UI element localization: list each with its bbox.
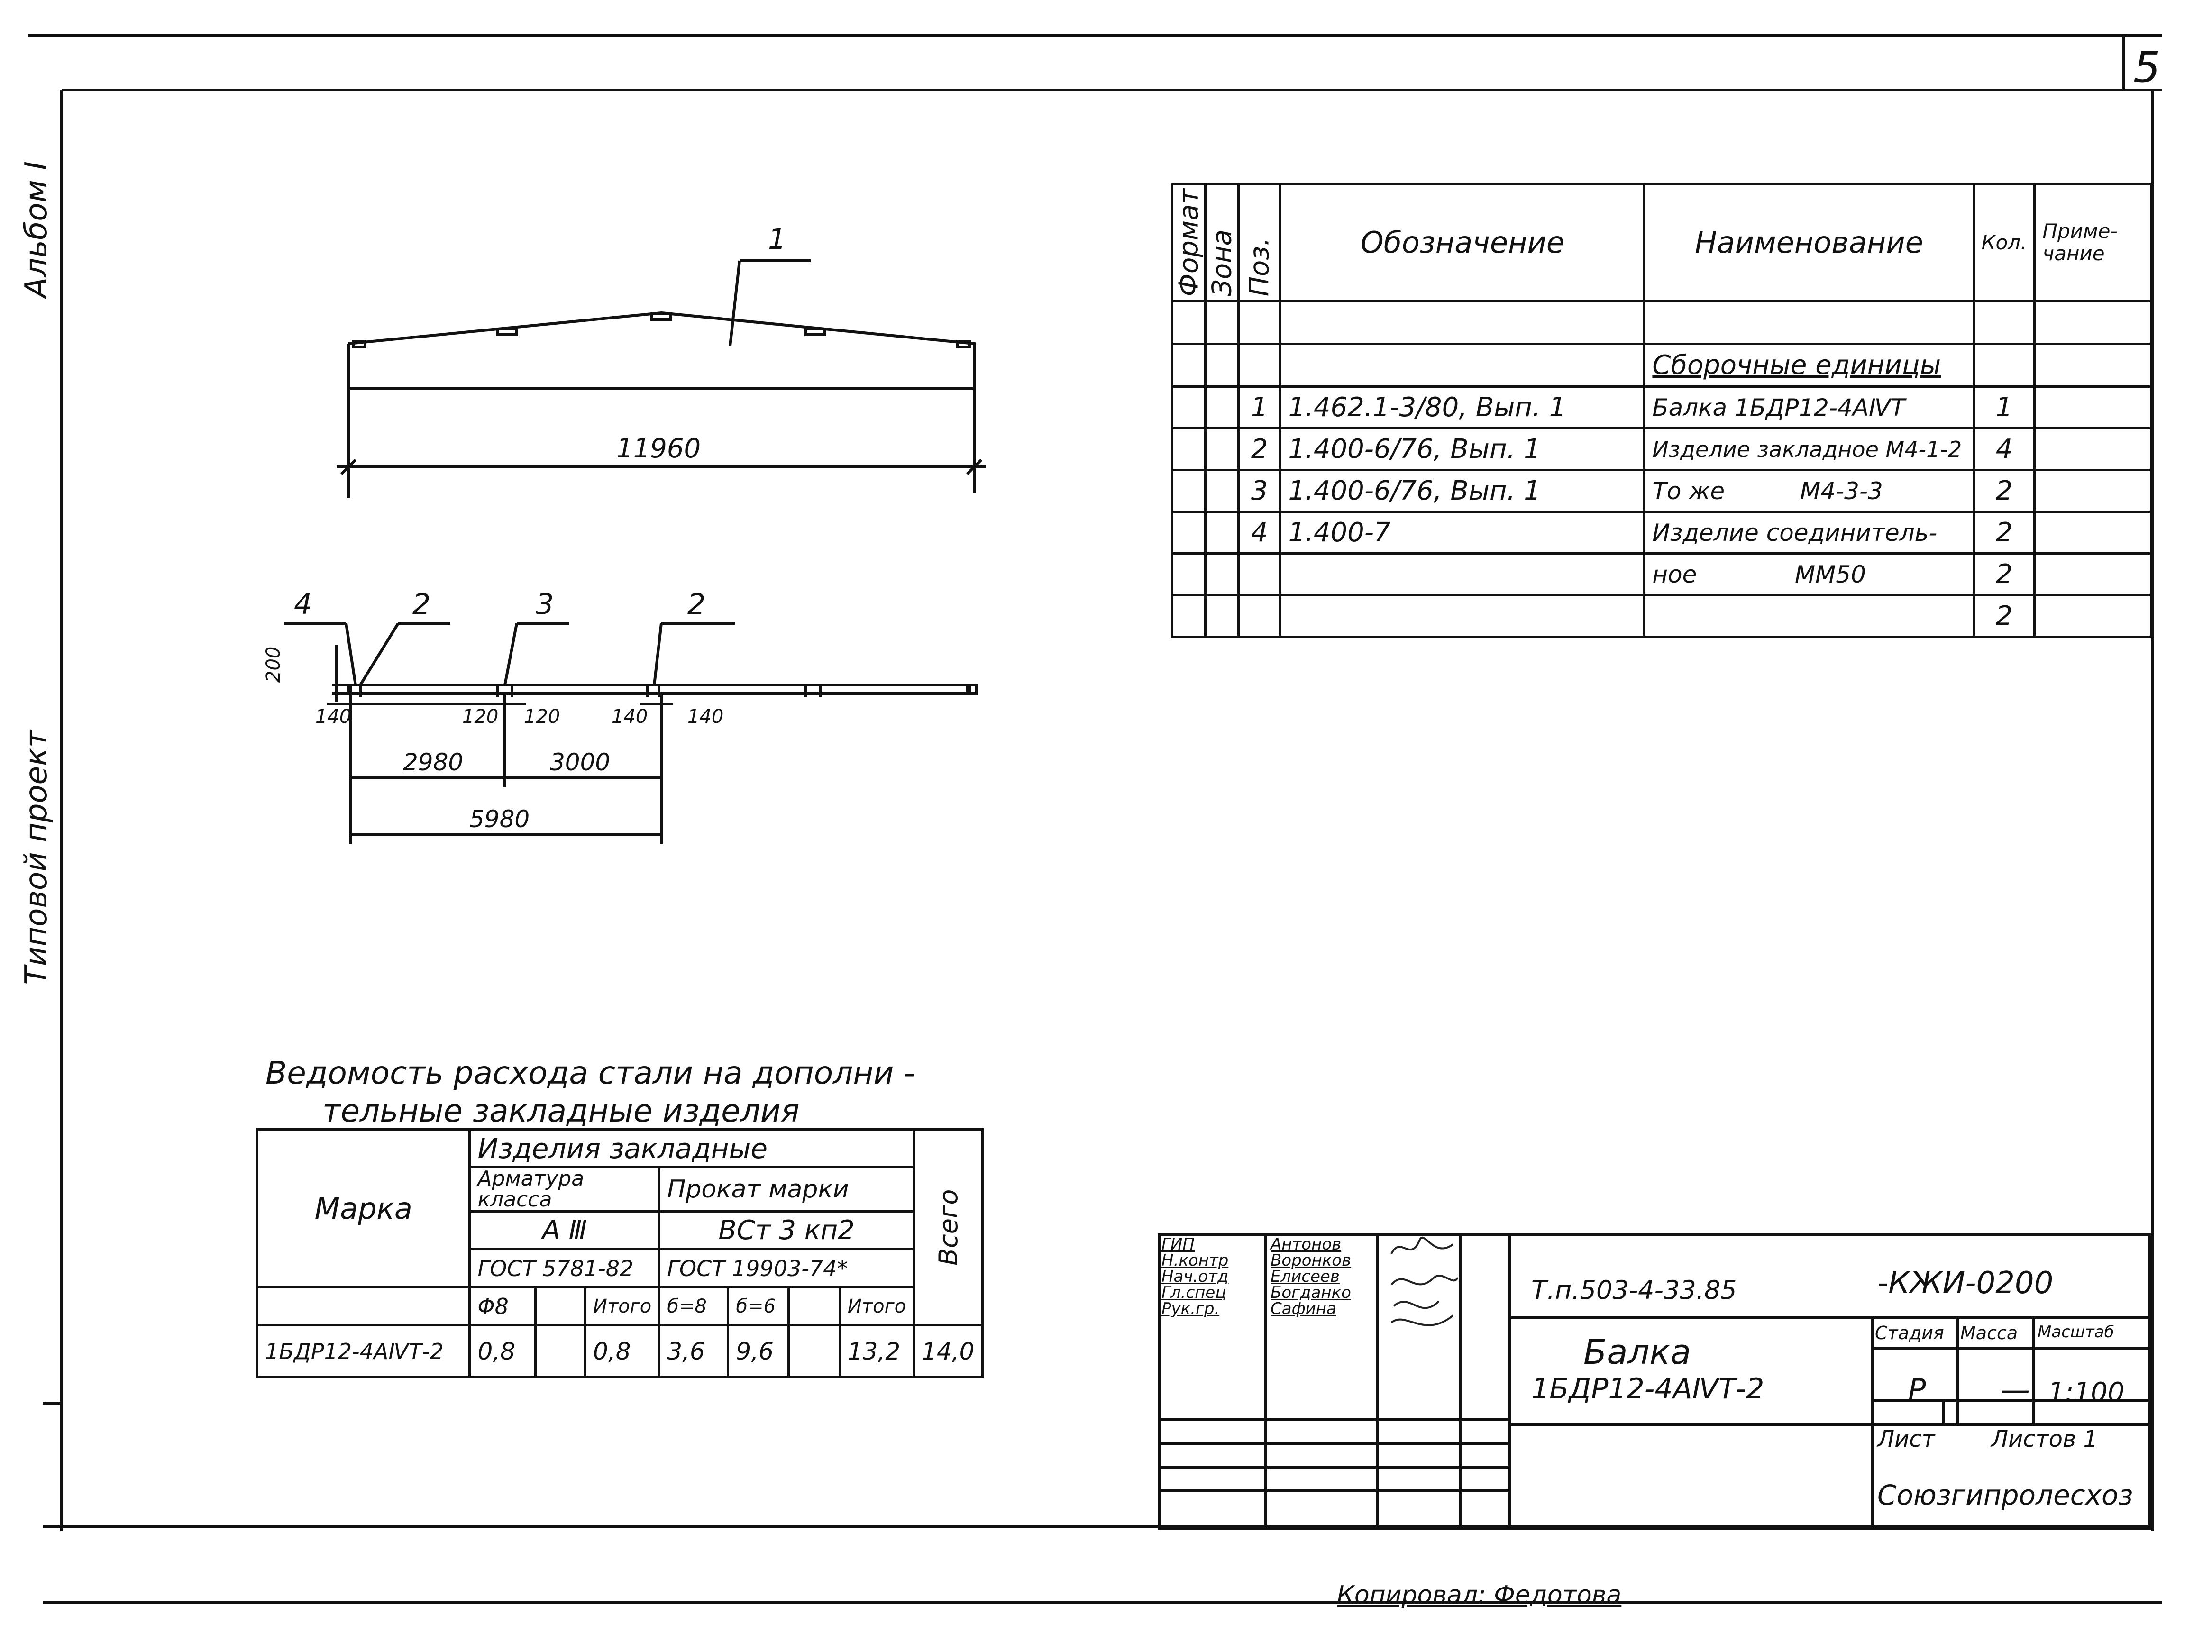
plan-pos-label: 2	[412, 588, 430, 621]
table-row: 1БДР12-4АⅣТ-2 0,8 0,8 3,6 9,6 13,2 14,0	[256, 1324, 984, 1378]
steel-consumption-table: Марка Изделия закладные Всего Арматура к…	[256, 1128, 984, 1378]
sheets-label: Листов 1	[1991, 1426, 2098, 1452]
group-header: Изделия закладные	[468, 1128, 915, 1168]
plan-offset-dim: 140	[687, 706, 723, 728]
col-pos: Поз.	[1238, 183, 1280, 301]
plan-offset-dim: 140	[315, 706, 351, 728]
approval-row: ГИП Антонов	[1161, 1235, 1342, 1254]
doc-code: Т.п.503-4-33.85	[1531, 1275, 1737, 1305]
rebar-class-label: Арматура класса	[468, 1166, 661, 1213]
plan-pos-label: 3	[536, 588, 554, 621]
organization: Союзгипролесхоз	[1877, 1479, 2133, 1511]
plan-total-dim: 5980	[469, 805, 530, 833]
project-type-label: Типовой проект	[19, 730, 54, 985]
scale-label: Масштаб	[2038, 1323, 2114, 1342]
sheet-label: Лист	[1877, 1426, 1935, 1452]
steel-table-title-2: тельные закладные изделия	[322, 1093, 800, 1129]
plan-span-dim: 3000	[550, 748, 610, 776]
plan-span-dim: 2980	[403, 748, 463, 776]
col-note: Приме-чание	[2033, 182, 2152, 303]
col-zone: Зона	[1205, 183, 1239, 301]
specification-table: Формат Зона Поз. Обозначение Наименовани…	[1171, 182, 2152, 639]
approval-row: Рук.гр. Сафина	[1161, 1299, 1336, 1318]
total-header: Всего	[914, 1129, 983, 1325]
table-row: ное ММ50 2	[1171, 552, 2152, 597]
approval-row: Гл.спец Богданко	[1161, 1283, 1351, 1302]
table-row: 1 1.462.1-3/80, Вып. 1 Балка 1БДР12-4АⅣТ…	[1171, 385, 2152, 430]
album-label: Альбом I	[19, 161, 54, 298]
rolled-grade: ВСт 3 кп2	[658, 1210, 915, 1250]
scale-value: 1:100	[2048, 1377, 2125, 1408]
rebar-gost: ГОСТ 5781-82	[468, 1248, 661, 1288]
col-designation: Обозначение	[1279, 182, 1646, 303]
plan-offset-dim: 140	[612, 706, 648, 728]
title-name: Балка	[1583, 1332, 1691, 1372]
approvals: ГИП Антонов Н.контр Воронков Нач.отд Ели…	[1161, 1235, 1484, 1318]
sheet-number: 5	[2133, 43, 2161, 92]
col-qty: Кол.	[1972, 182, 2036, 303]
signatures	[1390, 1236, 1459, 1326]
plan-pos-label: 2	[687, 588, 705, 621]
approval-row: Н.контр Воронков	[1161, 1251, 1352, 1270]
mass-value: —	[2001, 1372, 2030, 1407]
plan-height-dim: 200	[263, 647, 284, 683]
stage-label: Стадия	[1875, 1323, 1944, 1343]
rolled-gost: ГОСТ 19903-74*	[658, 1248, 915, 1288]
table-row: 2 1.400-6/76, Вып. 1 Изделие закладное М…	[1171, 427, 2152, 472]
col-format: Формат	[1172, 183, 1206, 301]
elevation-position-label: 1	[768, 223, 786, 256]
stage-value: Р	[1908, 1372, 1926, 1407]
rebar-class: А Ⅲ	[468, 1210, 661, 1250]
plan-offset-dim: 120	[462, 706, 498, 728]
copied-by: Копировал: Федотова	[1337, 1581, 1622, 1609]
marka-header: Марка	[256, 1128, 471, 1288]
rolled-label: Прокат марки	[658, 1166, 915, 1213]
plan-pos-label: 4	[294, 588, 312, 621]
col-name: Наименование	[1643, 182, 1975, 303]
plan-offset-dim: 120	[524, 706, 560, 728]
section-title: Сборочные единицы	[1643, 343, 1975, 388]
mass-label: Масса	[1960, 1323, 2018, 1343]
beam-drawing: 1 11960 4 2 3 2 200 140 120 120 140 140 …	[263, 223, 986, 844]
table-row: 3 1.400-6/76, Вып. 1 То же М4-3-3 2	[1171, 469, 2152, 513]
table-row: 4 1.400-7 Изделие соединитель- 2	[1171, 511, 2152, 555]
table-row: 2	[1171, 594, 2152, 639]
title-mark: 1БДР12-4АⅣТ-2	[1531, 1372, 1764, 1406]
elevation-length-dim: 11960	[616, 433, 701, 464]
steel-table-title-1: Ведомость расхода стали на дополни -	[265, 1055, 915, 1091]
approval-row: Нач.отд Елисеев	[1161, 1267, 1340, 1286]
title-block-lines	[1158, 1233, 2151, 1530]
doc-suffix: -КЖИ-0200	[1877, 1266, 2054, 1301]
